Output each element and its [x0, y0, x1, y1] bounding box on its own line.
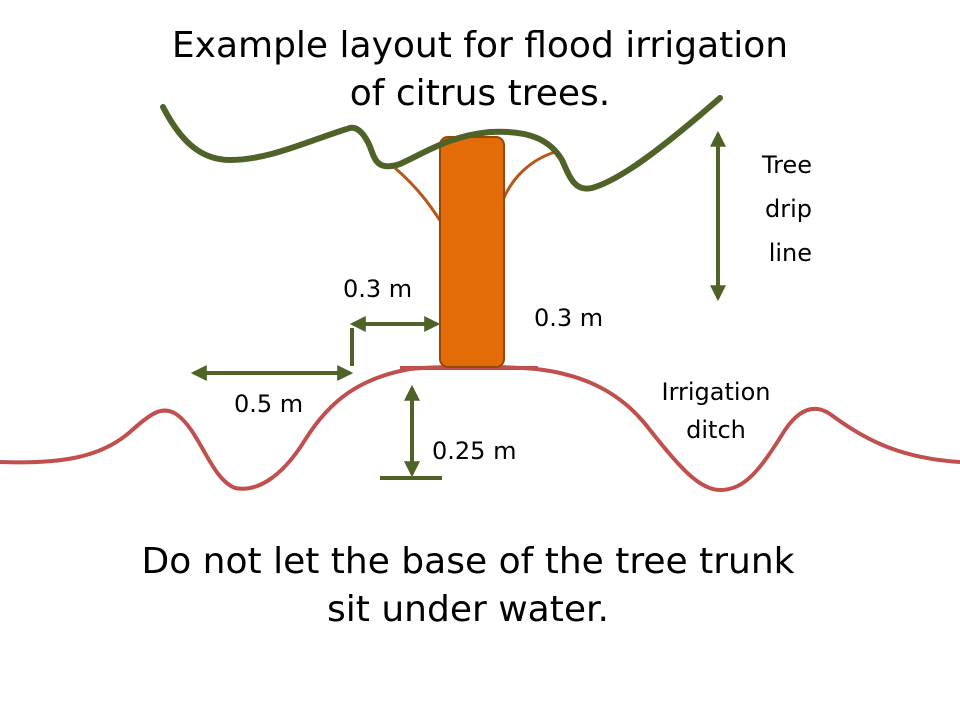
canopy-outline [160, 95, 723, 192]
ditch-label-2: ditch [686, 416, 746, 444]
drip-line-label-3: line [768, 239, 812, 267]
bed-edge-label: 0.5 m [234, 390, 304, 418]
right-branch [501, 150, 556, 201]
ground-profile [0, 364, 960, 493]
drip-line-label-2: drip [764, 195, 812, 223]
drip-line-label-1: Tree [761, 151, 812, 179]
footer-line-2: sit under water. [327, 589, 609, 630]
footer-line-1: Do not let the base of the tree trunk [141, 541, 795, 582]
trunk-width-label: 0.3 m [534, 304, 604, 332]
footer-note: Do not let the base of the tree trunk si… [0, 538, 936, 634]
left-branch [394, 166, 443, 223]
tree-trunk [439, 136, 505, 368]
diagram-title: Example layout for flood irrigation of c… [0, 22, 960, 118]
ditch-label: Irrigation ditch [630, 373, 802, 449]
ditch-label-1: Irrigation [661, 378, 771, 406]
bed-height-label: 0.25 m [432, 437, 517, 465]
trunk-gap-label: 0.3 m [343, 275, 413, 303]
title-line-2: of citrus trees. [349, 73, 611, 114]
title-line-1: Example layout for flood irrigation [171, 25, 789, 66]
drip-line-label: Tree drip line [734, 143, 812, 275]
